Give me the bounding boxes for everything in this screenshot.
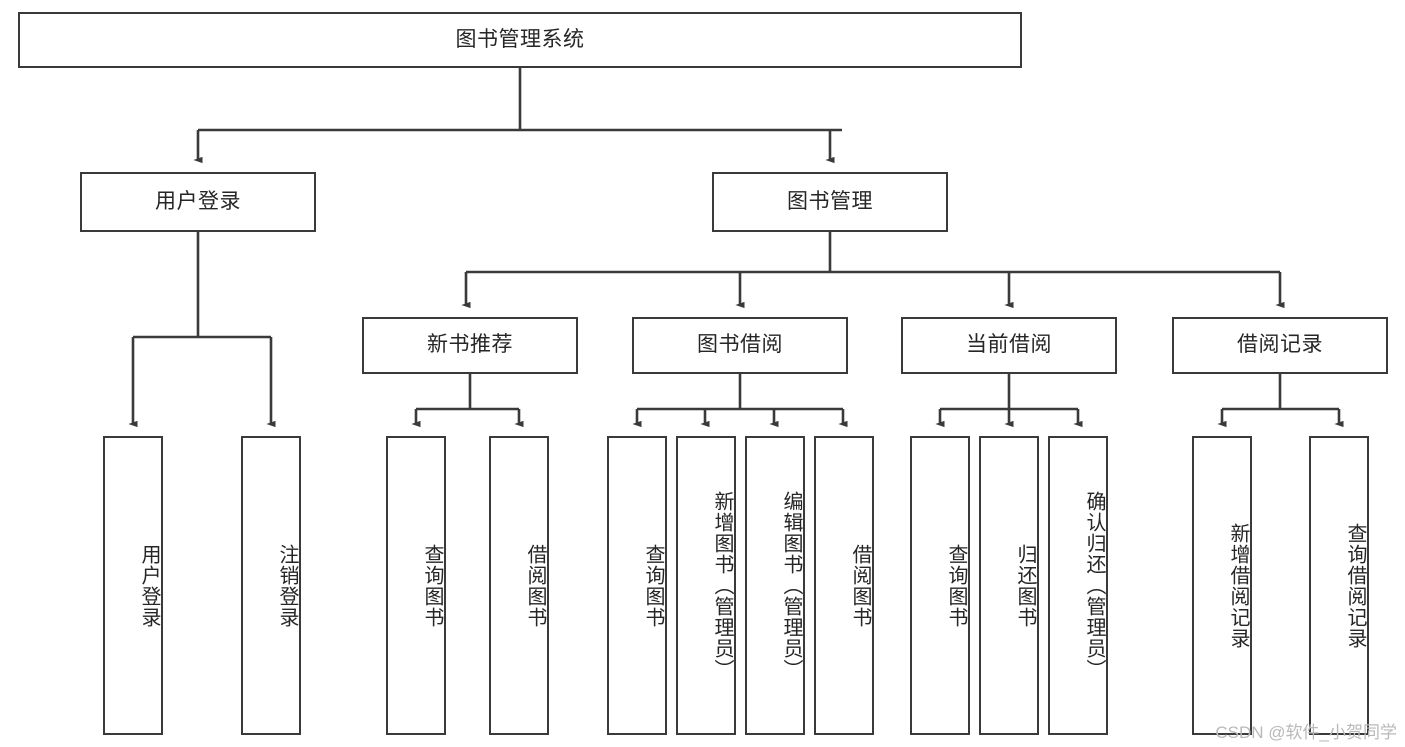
node-label: 借阅记录 — [1237, 333, 1323, 357]
watermark: CSDN @软件_小贺同学 — [1215, 723, 1397, 742]
leaf-new-book-query[interactable]: 查询图书 — [386, 436, 446, 735]
node-new-book-recommend[interactable]: 新书推荐 — [362, 317, 578, 374]
node-borrow-record[interactable]: 借阅记录 — [1172, 317, 1388, 374]
node-label: 新增图书（管理员） — [711, 491, 733, 680]
node-label: 借阅图书 — [524, 543, 546, 628]
leaf-new-book-borrow[interactable]: 借阅图书 — [489, 436, 549, 735]
leaf-current-confirm-return[interactable]: 确认归还（管理员） — [1048, 436, 1108, 735]
node-label: 归还图书 — [1014, 543, 1036, 628]
node-label: 借阅图书 — [849, 543, 871, 628]
node-label: 注销登录 — [276, 543, 298, 628]
leaf-borrow-query-book[interactable]: 查询图书 — [607, 436, 667, 735]
node-label: 编辑图书（管理员） — [780, 491, 802, 680]
leaf-borrow-add-book[interactable]: 新增图书（管理员） — [676, 436, 736, 735]
node-label: 图书管理 — [787, 189, 873, 213]
leaf-user-login-login[interactable]: 用户登录 — [103, 436, 163, 735]
leaf-record-query[interactable]: 查询借阅记录 — [1309, 436, 1369, 735]
leaf-user-login-logout[interactable]: 注销登录 — [241, 436, 301, 735]
node-label: 新书推荐 — [427, 333, 513, 357]
node-label: 用户登录 — [138, 543, 160, 628]
node-label: 查询借阅记录 — [1344, 522, 1366, 649]
node-label: 查询图书 — [945, 543, 967, 628]
node-label: 用户登录 — [155, 189, 241, 213]
leaf-record-add[interactable]: 新增借阅记录 — [1192, 436, 1252, 735]
node-book-borrow[interactable]: 图书借阅 — [632, 317, 848, 374]
node-label: 新增借阅记录 — [1227, 522, 1249, 649]
node-label: 图书管理系统 — [455, 27, 585, 51]
leaf-current-query-book[interactable]: 查询图书 — [910, 436, 970, 735]
node-label: 当前借阅 — [966, 333, 1052, 357]
node-label: 查询图书 — [421, 543, 443, 628]
leaf-borrow-borrow-book[interactable]: 借阅图书 — [814, 436, 874, 735]
node-user-login[interactable]: 用户登录 — [80, 172, 316, 232]
leaf-current-return-book[interactable]: 归还图书 — [979, 436, 1039, 735]
node-current-borrow[interactable]: 当前借阅 — [901, 317, 1117, 374]
node-label: 确认归还（管理员） — [1083, 491, 1105, 680]
node-label: 图书借阅 — [697, 333, 783, 357]
node-root[interactable]: 图书管理系统 — [18, 12, 1022, 68]
leaf-borrow-edit-book[interactable]: 编辑图书（管理员） — [745, 436, 805, 735]
node-book-management[interactable]: 图书管理 — [712, 172, 948, 232]
node-label: 查询图书 — [642, 543, 664, 628]
